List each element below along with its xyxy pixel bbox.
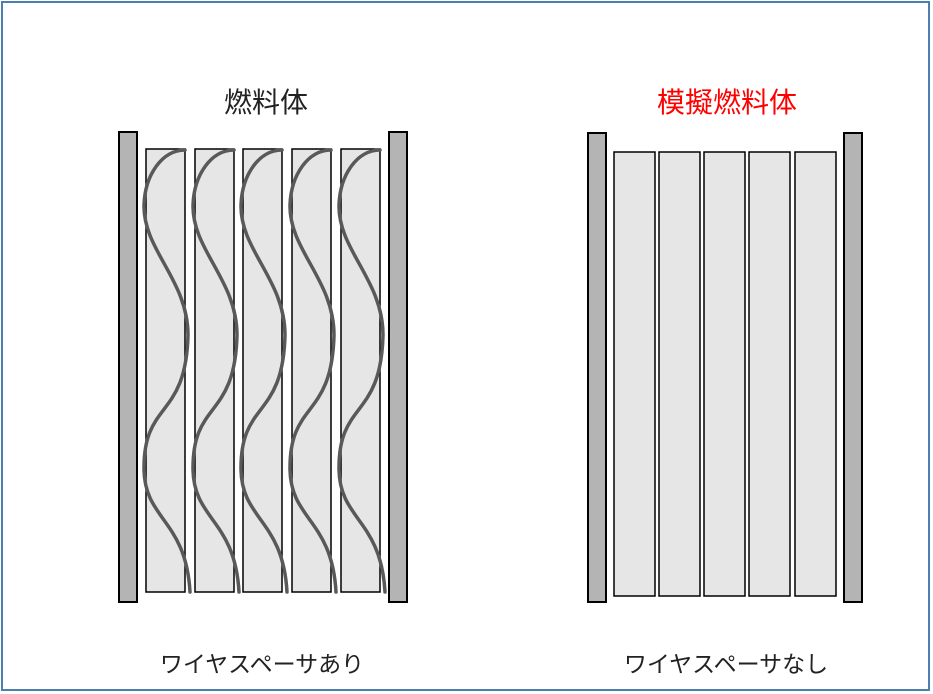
left-fuel-rod-3 (242, 148, 283, 593)
right-dummy-rod-1 (613, 151, 656, 597)
right-assembly: 模擬燃料体 ワイヤスペーサなし (587, 86, 863, 678)
left-fuel-rod-4 (291, 148, 332, 593)
right-caption: ワイヤスペーサなし (624, 652, 828, 678)
wire-spacer-1 (142, 148, 192, 594)
right-title: 模擬燃料体 (657, 86, 797, 119)
wire-spacer-3 (239, 148, 289, 594)
left-duct-wall-right (388, 131, 408, 603)
left-caption: ワイヤスペーサあり (160, 652, 364, 678)
left-fuel-rod-2 (194, 148, 235, 593)
left-fuel-rod-1 (145, 148, 186, 593)
right-duct-wall-left (587, 132, 607, 603)
wire-spacer-5 (337, 148, 387, 594)
wire-spacer-2 (191, 148, 241, 594)
wire-spacer-4 (288, 148, 338, 594)
left-fuel-rod-5 (340, 148, 381, 593)
right-dummy-rod-5 (794, 151, 837, 597)
left-assembly: 燃料体 ワイヤスペーサあり (118, 86, 408, 678)
right-dummy-rod-4 (748, 151, 791, 597)
right-dummy-rod-3 (703, 151, 746, 597)
left-title: 燃料体 (224, 86, 308, 119)
left-duct-wall-left (118, 131, 138, 603)
right-duct-wall-right (843, 132, 863, 603)
right-dummy-rod-2 (658, 151, 701, 597)
